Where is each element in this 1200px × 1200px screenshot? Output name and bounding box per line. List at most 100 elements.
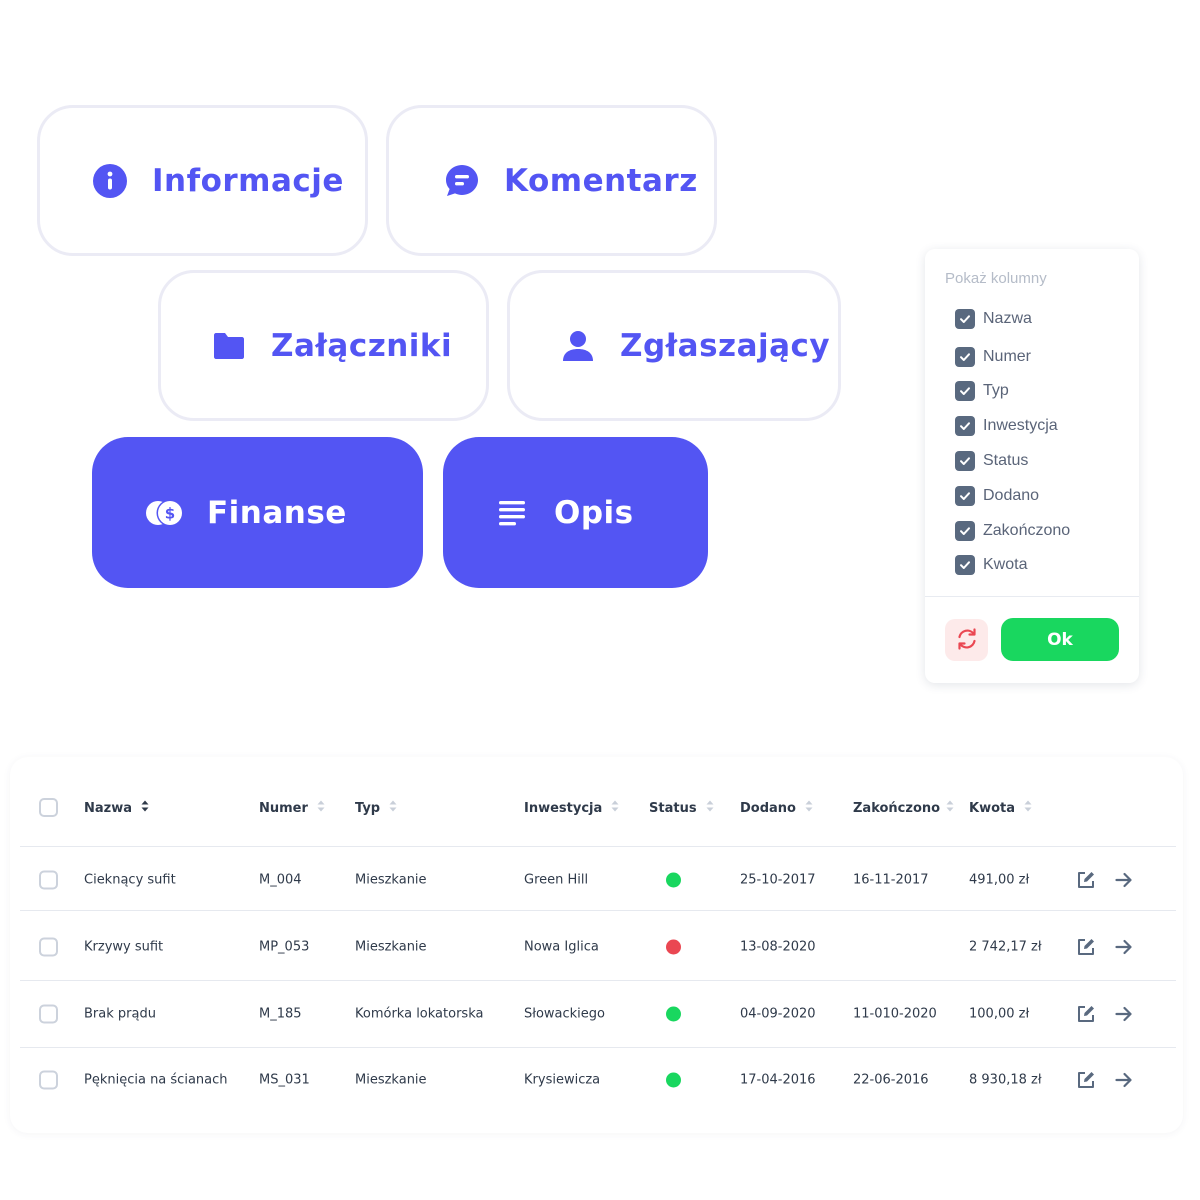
- tab-komentarz[interactable]: Komentarz: [386, 105, 717, 256]
- column-toggle-typ[interactable]: Typ: [955, 381, 1009, 401]
- column-toggle-label: Nazwa: [983, 310, 1032, 327]
- edit-icon[interactable]: [1075, 1069, 1097, 1091]
- tab-label: Zgłaszający: [620, 327, 831, 364]
- arrow-right-icon[interactable]: [1113, 936, 1135, 958]
- column-toggle-label: Zakończono: [983, 522, 1071, 539]
- cell-inwestycja: Krysiewicza: [524, 1072, 601, 1088]
- tab-label: Komentarz: [504, 162, 698, 199]
- column-header-label: Nazwa: [84, 800, 133, 816]
- column-toggle-label: Status: [983, 452, 1029, 469]
- cell-inwestycja: Nowa Iglica: [524, 939, 599, 955]
- column-toggle-label: Numer: [983, 348, 1032, 365]
- column-toggle-label: Dodano: [983, 487, 1040, 504]
- cell-nazwa: Pęknięcia na ścianach: [84, 1072, 228, 1088]
- sort-icon: [697, 800, 714, 816]
- status-dot-green: [666, 1006, 681, 1022]
- checkbox-checked[interactable]: [955, 451, 975, 471]
- column-header-label: Inwestycja: [524, 800, 603, 816]
- tab-label: Załączniki: [271, 327, 453, 364]
- column-header-dodano[interactable]: Dodano: [740, 800, 813, 816]
- column-header-numer[interactable]: Numer: [259, 800, 325, 816]
- checkbox-checked[interactable]: [955, 347, 975, 367]
- status-dot-green: [666, 1072, 681, 1088]
- refresh-icon: [955, 627, 979, 654]
- cell-nazwa: Krzywy sufit: [84, 939, 164, 955]
- column-header-status[interactable]: Status: [649, 800, 714, 816]
- cell-kwota: 100,00 zł: [969, 1006, 1030, 1022]
- column-picker-title: Pokaż kolumny: [945, 270, 1047, 287]
- column-toggle-nazwa[interactable]: Nazwa: [955, 309, 1032, 329]
- column-toggle-numer[interactable]: Numer: [955, 347, 1031, 367]
- tab-opis[interactable]: Opis: [443, 437, 708, 588]
- cell-dodano: 25-10-2017: [740, 872, 816, 888]
- cell-dodano: 04-09-2020: [740, 1006, 816, 1022]
- table-row[interactable]: Pęknięcia na ścianach MS_031 Mieszkanie …: [10, 1047, 1183, 1113]
- cell-numer: M_185: [259, 1006, 302, 1022]
- panel-divider: [925, 596, 1139, 597]
- checkbox-checked[interactable]: [955, 381, 975, 401]
- row-checkbox[interactable]: [39, 870, 58, 890]
- row-checkbox[interactable]: [39, 937, 58, 957]
- edit-icon[interactable]: [1075, 936, 1097, 958]
- folder-icon: [209, 326, 249, 366]
- checkbox-checked[interactable]: [955, 416, 975, 436]
- tab-label: Finanse: [207, 494, 347, 531]
- edit-icon[interactable]: [1075, 1003, 1097, 1025]
- table-row[interactable]: Brak prądu M_185 Komórka lokatorska Słow…: [10, 981, 1183, 1047]
- tab-finanse[interactable]: $ Finanse: [92, 437, 423, 588]
- row-checkbox[interactable]: [39, 1004, 58, 1024]
- arrow-right-icon[interactable]: [1113, 1069, 1135, 1091]
- select-all-checkbox[interactable]: [39, 798, 58, 817]
- ok-button[interactable]: Ok: [1001, 618, 1119, 661]
- description-icon: [492, 493, 532, 533]
- arrow-right-icon[interactable]: [1113, 869, 1135, 891]
- cell-dodano: 17-04-2016: [740, 1072, 816, 1088]
- table-row[interactable]: Cieknący sufit M_004 Mieszkanie Green Hi…: [10, 847, 1183, 913]
- arrow-right-icon[interactable]: [1113, 1003, 1135, 1025]
- cell-kwota: 8 930,18 zł: [969, 1072, 1042, 1088]
- checkbox-checked[interactable]: [955, 555, 975, 575]
- column-header-label: Typ: [355, 800, 381, 816]
- cell-typ: Mieszkanie: [355, 939, 427, 955]
- column-toggle-kwota[interactable]: Kwota: [955, 555, 1027, 575]
- comment-icon: [442, 161, 482, 201]
- column-header-inwestycja[interactable]: Inwestycja: [524, 800, 619, 816]
- sort-icon: [308, 800, 325, 816]
- tab-zalaczniki[interactable]: Załączniki: [158, 270, 489, 421]
- column-header-kwota[interactable]: Kwota: [969, 800, 1032, 816]
- edit-icon[interactable]: [1075, 869, 1097, 891]
- tab-zglaszajacy[interactable]: Zgłaszający: [507, 270, 841, 421]
- cell-inwestycja: Green Hill: [524, 872, 589, 888]
- column-header-typ[interactable]: Typ: [355, 800, 397, 816]
- checkbox-checked[interactable]: [955, 309, 975, 329]
- column-toggle-zakonczono[interactable]: Zakończono: [955, 521, 1070, 541]
- sort-icon: [796, 800, 813, 816]
- row-checkbox[interactable]: [39, 1070, 58, 1090]
- table-row[interactable]: Krzywy sufit MP_053 Mieszkanie Nowa Igli…: [10, 914, 1183, 980]
- cell-nazwa: Cieknący sufit: [84, 872, 176, 888]
- cell-dodano: 13-08-2020: [740, 939, 816, 955]
- tab-label: Informacje: [152, 162, 344, 199]
- column-header-nazwa[interactable]: Nazwa: [84, 800, 149, 816]
- status-dot-red: [666, 939, 681, 955]
- checkbox-checked[interactable]: [955, 521, 975, 541]
- row-divider: [20, 910, 1176, 911]
- column-toggle-dodano[interactable]: Dodano: [955, 486, 1039, 506]
- issues-table: Nazwa Numer Typ Inwestycja Status Dodano…: [10, 757, 1183, 1133]
- checkbox-checked[interactable]: [955, 486, 975, 506]
- cell-kwota: 2 742,17 zł: [969, 939, 1042, 955]
- column-header-label: Dodano: [740, 800, 796, 816]
- cell-numer: M_004: [259, 872, 302, 888]
- column-header-zakonczono[interactable]: Zakończono: [853, 800, 954, 816]
- reset-columns-button[interactable]: [945, 619, 988, 661]
- cell-zakonczono: 22-06-2016: [853, 1072, 929, 1088]
- column-toggle-inwestycja[interactable]: Inwestycja: [955, 416, 1058, 436]
- column-toggle-status[interactable]: Status: [955, 451, 1028, 471]
- column-toggle-label: Kwota: [983, 556, 1028, 573]
- column-toggle-label: Typ: [983, 382, 1009, 399]
- cell-typ: Komórka lokatorska: [355, 1006, 484, 1022]
- cell-typ: Mieszkanie: [355, 1072, 427, 1088]
- cell-zakonczono: 11-010-2020: [853, 1006, 937, 1022]
- status-dot-green: [666, 872, 681, 888]
- tab-informacje[interactable]: Informacje: [37, 105, 368, 256]
